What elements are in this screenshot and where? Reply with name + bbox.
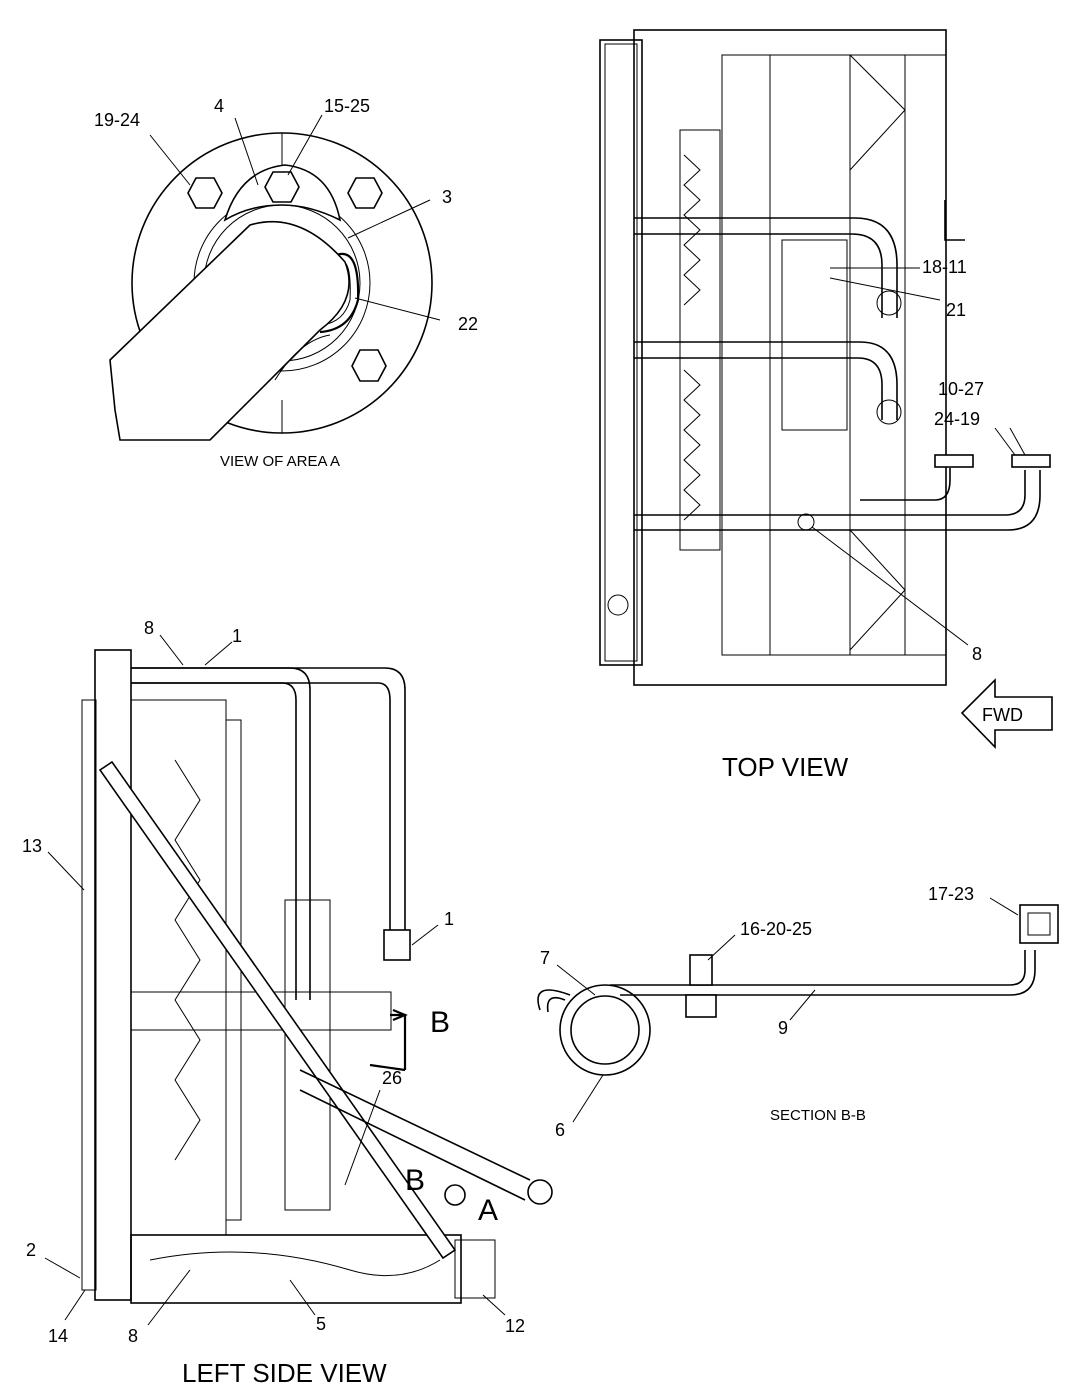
view-caption: LEFT SIDE VIEW: [182, 1358, 387, 1388]
bolt-head: [351, 349, 387, 382]
area-marker: A: [478, 1194, 498, 1227]
callout-label: 10-27: [938, 379, 984, 399]
callout-label: 24-19: [934, 409, 980, 429]
callout-label: 19-24: [94, 110, 140, 130]
callout-label: 14: [48, 1326, 68, 1346]
view-caption: SECTION B-B: [770, 1107, 866, 1124]
callout-label: 8: [144, 618, 154, 638]
top-view: 18-11 21 10-27 24-19 8 FWD TOP VIEW: [599, 29, 1053, 782]
callout-label: 8: [972, 644, 982, 664]
fwd-arrow-icon: [960, 678, 1053, 749]
callout-label: 21: [946, 300, 966, 320]
section-marker: B: [405, 1164, 425, 1197]
callout-label: 17-23: [928, 884, 974, 904]
section-marker: B: [430, 1006, 450, 1039]
callout-label: 15-25: [324, 96, 370, 116]
callout-label: 18-11: [922, 257, 967, 277]
view-caption: VIEW OF AREA A: [220, 453, 340, 470]
pipe: [109, 220, 350, 441]
callout-label: 1: [232, 626, 242, 646]
callout-label: 6: [555, 1120, 565, 1140]
callout-label: 3: [442, 187, 452, 207]
callout-label: 9: [778, 1018, 788, 1038]
section-bb-view: 17-23 16-20-25 7 9 6 SECTION B-B: [537, 884, 1059, 1140]
callout-label: 4: [214, 96, 224, 116]
callout-label: 1: [444, 909, 454, 929]
bolt-head: [347, 177, 383, 209]
callout-label: 5: [316, 1314, 326, 1334]
diagonal-brace: [98, 760, 457, 1260]
left-side-view: B B A 8 1 13 1 26 2 14 8 5 12 LEFT SIDE …: [22, 618, 553, 1388]
callout-label: 13: [22, 836, 42, 856]
view-area-a: 19-24 4 15-25 3 22 VIEW OF AREA A: [94, 96, 478, 470]
callout-label: 22: [458, 314, 478, 334]
callout-label: 7: [540, 948, 550, 968]
view-caption: TOP VIEW: [722, 752, 849, 782]
bolt-head: [264, 171, 300, 203]
callout-label: 2: [26, 1240, 36, 1260]
fwd-label: FWD: [982, 705, 1023, 725]
bolt-head: [187, 177, 223, 209]
callout-label: 8: [128, 1326, 138, 1346]
callout-label: 12: [505, 1316, 525, 1336]
callout-label: 26: [382, 1068, 402, 1088]
callout-label: 16-20-25: [740, 919, 812, 939]
